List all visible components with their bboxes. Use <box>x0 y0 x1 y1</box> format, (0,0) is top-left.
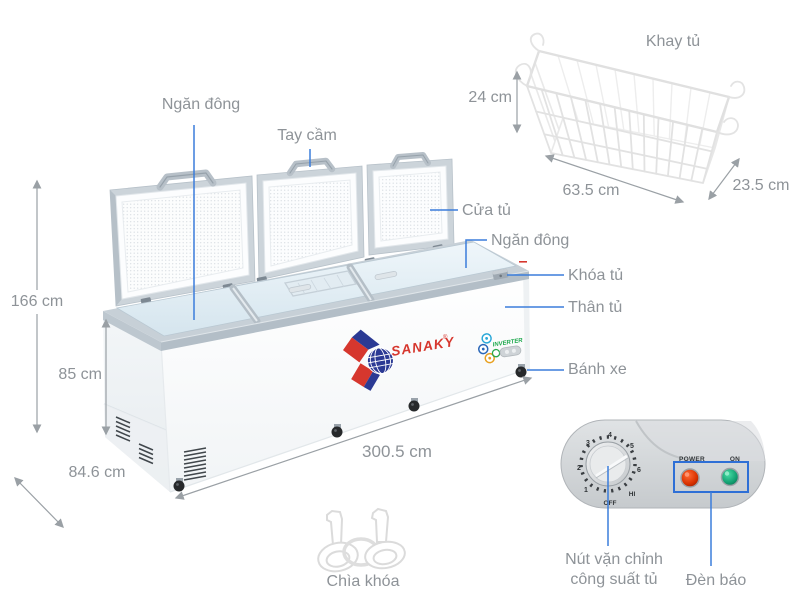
power-label: POWER <box>679 456 705 463</box>
knob-scale: 1 2 3 4 5 6 OFF HI <box>577 432 641 507</box>
keys-icon <box>317 507 406 573</box>
callout-knob-line1: Nút vặn chỉnh <box>565 551 663 568</box>
power-indicator-light <box>680 468 700 488</box>
freezer-lids <box>109 152 455 307</box>
knob-hi-label: HI <box>629 491 636 498</box>
dimension-depth: 84.6 cm <box>68 464 126 481</box>
control-panel: 1 2 3 4 5 6 OFF HI POWER ON <box>560 419 766 509</box>
lid-handle-icon <box>156 152 431 191</box>
on-indicator-light <box>720 467 740 487</box>
callout-lock: Khóa tủ <box>568 267 624 284</box>
knob-number-5: 5 <box>630 443 634 450</box>
callout-basket: Khay tủ <box>645 33 701 50</box>
callout-wheel: Bánh xe <box>568 361 627 378</box>
dimension-body-height: 85 cm <box>58 366 102 383</box>
dimension-basket-width: 63.5 cm <box>562 182 620 199</box>
callout-knob-line2: công suất tủ <box>570 571 658 588</box>
callout-body: Thân tủ <box>568 299 623 316</box>
dimension-basket-depth: 23.5 cm <box>732 177 790 194</box>
callout-freezer-compartment-right: Ngăn đông <box>491 232 570 249</box>
knob-number-4: 4 <box>608 432 612 439</box>
lock-icon <box>492 268 509 281</box>
knob-off-label: OFF <box>604 500 617 507</box>
callout-indicator: Đèn báo <box>685 572 747 589</box>
dimension-lines <box>14 70 740 528</box>
knob-number-3: 3 <box>586 440 590 447</box>
callout-freezer-compartment-top: Ngăn đông <box>161 96 241 113</box>
basket-illustration <box>514 32 746 184</box>
power-knob[interactable] <box>579 435 637 493</box>
callout-handle: Tay cầm <box>277 127 337 144</box>
callout-door: Cửa tủ <box>462 202 511 219</box>
dimension-width: 300.5 cm <box>362 442 432 461</box>
knob-number-2: 2 <box>577 465 581 472</box>
callout-key: Chìa khóa <box>326 573 400 590</box>
on-label: ON <box>730 456 740 463</box>
inverter-text: INVERTER <box>492 338 523 349</box>
knob-number-6: 6 <box>637 467 641 474</box>
brand-reg-mark: ® <box>443 334 448 341</box>
knob-number-1: 1 <box>584 487 588 494</box>
dimension-total-height: 166 cm <box>10 293 64 310</box>
dimension-basket-height: 24 cm <box>468 89 512 106</box>
inverter-badge: INVERTER <box>477 333 524 364</box>
callout-lines <box>193 125 712 566</box>
